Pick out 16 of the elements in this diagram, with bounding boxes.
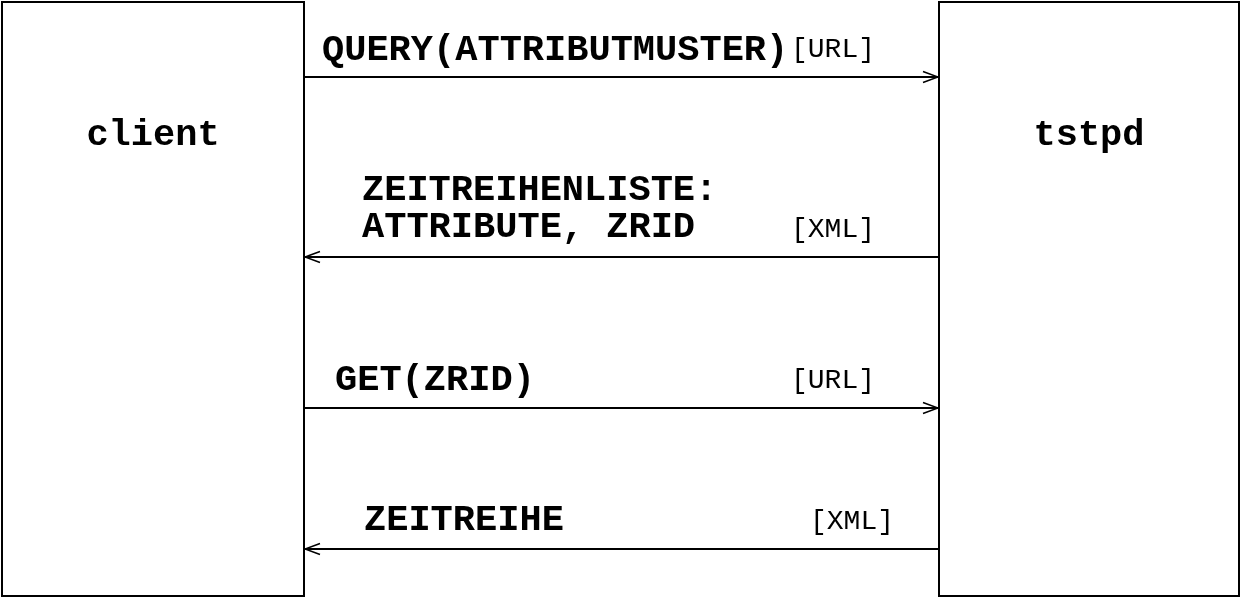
edge-label: QUERY(ATTRIBUTMUSTER): [322, 32, 789, 69]
format-label: [URL]: [791, 36, 875, 64]
format-label: [XML]: [791, 216, 875, 244]
arrow: [304, 542, 939, 556]
process-box: [938, 1, 1240, 597]
edge-label: ZEITREIHE: [364, 502, 564, 539]
format-label: [XML]: [810, 508, 894, 536]
arrow: [304, 70, 939, 84]
edge-label: GET(ZRID): [335, 362, 535, 399]
format-label: [URL]: [791, 367, 875, 395]
edge-label: ZEITREIHENLISTE: ATTRIBUTE, ZRID: [362, 172, 719, 246]
arrow: [304, 250, 939, 264]
arrow: [304, 401, 939, 415]
node-label: tstpd: [1033, 115, 1145, 155]
node-label: client: [86, 115, 220, 155]
process-box: [1, 1, 305, 597]
